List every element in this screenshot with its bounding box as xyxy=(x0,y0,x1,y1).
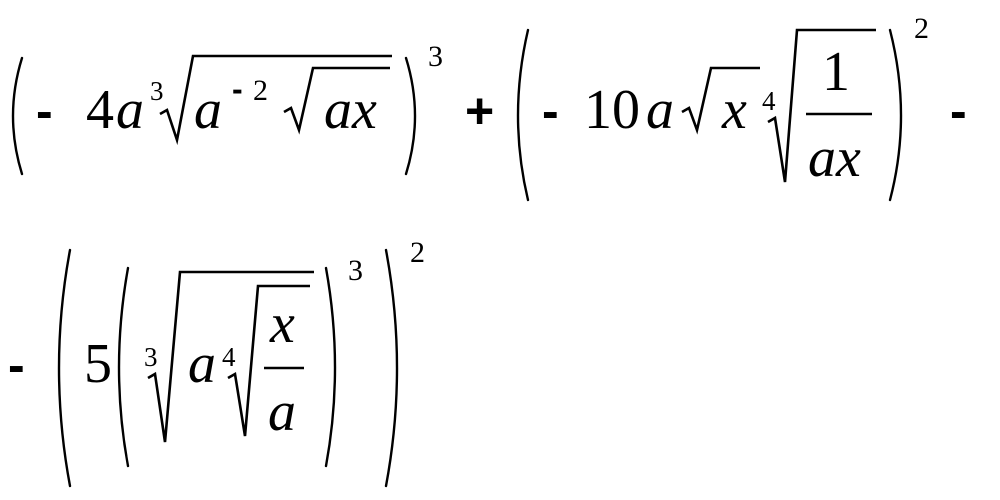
term-2: - 10 a x 4 1 ax 2 xyxy=(516,12,929,202)
outer-power: 2 xyxy=(410,236,425,269)
outer-left-paren xyxy=(57,248,72,488)
coefficient: 5 xyxy=(84,333,112,395)
root-index: 3 xyxy=(150,76,164,106)
power: 3 xyxy=(428,40,443,73)
inner-radicand: ax xyxy=(324,79,377,141)
right-paren-term-1 xyxy=(404,56,417,176)
outer-root-index: 3 xyxy=(144,342,158,372)
radicand-variable-a: a xyxy=(194,79,222,141)
fraction-numerator: 1 xyxy=(822,41,850,103)
power: 2 xyxy=(914,12,929,45)
inner-root-index: 4 xyxy=(222,342,236,372)
left-paren-term-1 xyxy=(11,56,24,176)
cube-root-sign xyxy=(147,270,314,443)
exponent-minus: - xyxy=(232,71,243,107)
fraction-numerator: x xyxy=(269,293,295,355)
minus-sign: - xyxy=(542,83,559,139)
fraction-denominator: a xyxy=(268,381,296,443)
minus-sign: - xyxy=(36,83,53,139)
leading-minus-sign: - xyxy=(8,337,25,393)
line-2: - 5 3 a 4 x a 3 2 xyxy=(8,236,425,488)
trailing-minus-sign: - xyxy=(950,83,967,139)
cube-root-sign xyxy=(159,54,392,146)
fraction-denominator: ax xyxy=(808,127,861,189)
coefficient: 4 xyxy=(86,79,114,141)
sqrt-radicand: x xyxy=(721,79,747,141)
coefficient: 10 xyxy=(584,79,640,141)
variable-a: a xyxy=(116,79,144,141)
right-paren-term-2 xyxy=(888,28,903,202)
inner-left-paren xyxy=(117,266,130,468)
variable-a: a xyxy=(188,333,216,395)
plus-sign: + xyxy=(465,83,494,139)
root-index: 4 xyxy=(762,86,776,116)
exponent-value: 2 xyxy=(253,74,268,107)
outer-right-paren xyxy=(384,248,399,488)
square-root-sign xyxy=(681,66,760,135)
inner-right-paren xyxy=(324,266,337,468)
left-paren-term-2 xyxy=(516,28,530,202)
variable-a: a xyxy=(646,79,674,141)
fourth-root-sign xyxy=(767,28,876,183)
term-1: - 4 a 3 a - 2 ax 3 xyxy=(11,40,443,176)
square-root-sign xyxy=(283,66,390,135)
fourth-root-sign xyxy=(227,284,310,437)
inner-power: 3 xyxy=(348,254,363,287)
